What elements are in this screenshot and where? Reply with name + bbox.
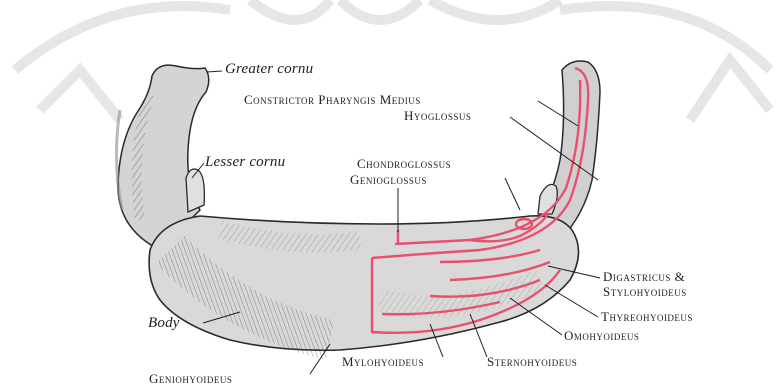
- label-lesser-cornu: Lesser cornu: [205, 155, 285, 169]
- lesser-cornu-left: [186, 169, 204, 212]
- label-hyoglossus: Hyoglossus: [404, 109, 471, 123]
- label-stylohyoideus: Stylohyoideus: [603, 285, 687, 299]
- label-genioglossus: Genioglossus: [350, 173, 427, 187]
- label-geniohyoideus: Geniohyoideus: [149, 372, 232, 386]
- label-omohyoideus: Omohyoideus: [564, 329, 639, 343]
- label-mylohyoideus: Mylohyoideus: [342, 355, 424, 369]
- label-sternohyoideus: Sternohyoideus: [487, 355, 577, 369]
- label-chondroglossus: Chondroglossus: [357, 157, 451, 171]
- label-thyreohyoideus: Thyreohyoideus: [601, 310, 693, 324]
- label-greater-cornu: Greater cornu: [225, 62, 313, 76]
- label-digastricus: Digastricus &: [603, 270, 685, 284]
- label-constrictor-pharyngis-medius: Constrictor Pharyngis Medius: [244, 93, 421, 107]
- label-body: Body: [148, 316, 180, 330]
